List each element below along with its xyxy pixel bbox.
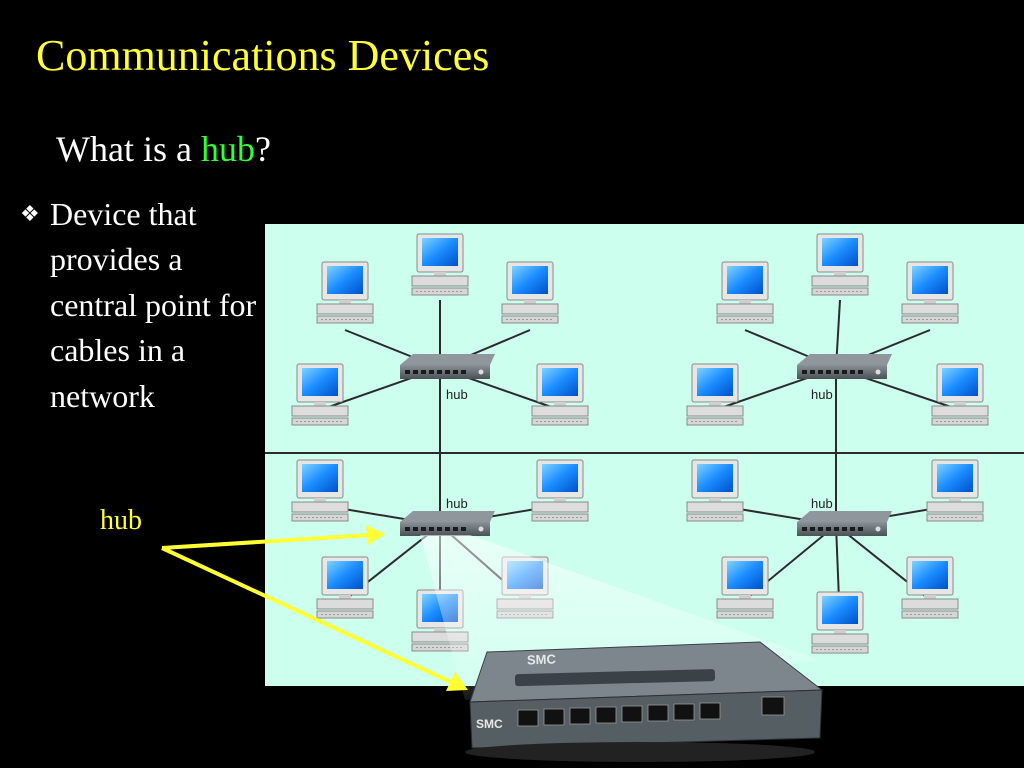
brand-label: SMC xyxy=(476,717,503,731)
hub-icon xyxy=(797,511,892,536)
slide-title: Communications Devices xyxy=(36,31,490,80)
question-prefix: What is a xyxy=(56,129,201,169)
hub-label: hub xyxy=(811,387,833,402)
hub-icon xyxy=(797,354,892,379)
question-keyword: hub xyxy=(200,129,255,169)
diamond-bullet-icon: ❖ xyxy=(20,201,40,226)
bullet-point: ❖ Device that provides a central point f… xyxy=(20,192,270,419)
slide-question: What is a hub? xyxy=(56,128,271,170)
hub-label: hub xyxy=(446,496,468,511)
hub-callout-label: hub xyxy=(100,505,142,536)
callout-arrows xyxy=(161,525,468,691)
ethernet-ports xyxy=(517,696,785,727)
hub-label: hub xyxy=(446,387,468,402)
brand-label: SMC xyxy=(527,651,557,667)
hub-icon xyxy=(400,354,495,379)
bullet-text: Device that provides a central point for… xyxy=(50,196,257,414)
question-suffix: ? xyxy=(254,129,271,169)
hub-label: hub xyxy=(811,496,833,511)
smc-hub-device: SMC SMC xyxy=(465,641,824,762)
hub-icon xyxy=(400,511,495,536)
